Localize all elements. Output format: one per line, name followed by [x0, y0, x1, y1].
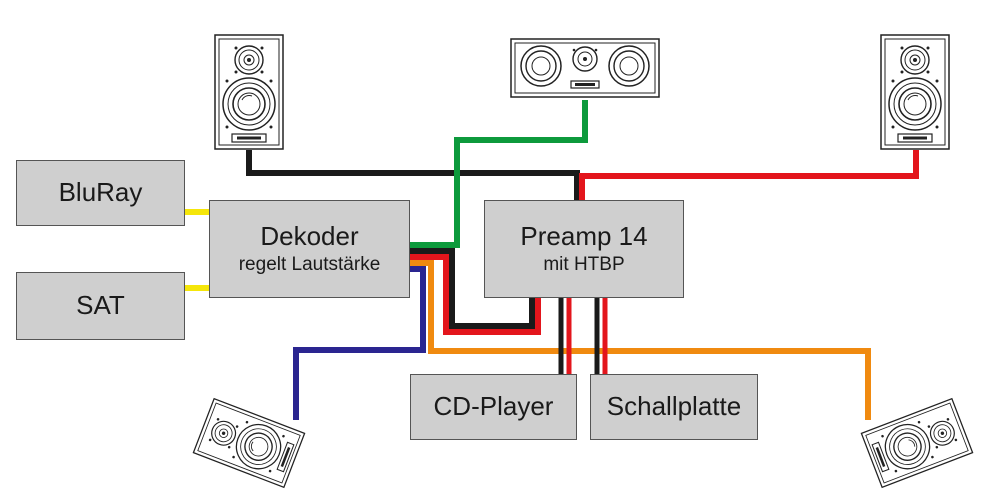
front-left-speaker-cable: [246, 150, 580, 202]
sat-box: SAT: [16, 272, 185, 340]
decoder-label: Dekoder: [260, 221, 359, 252]
preamp-box: Preamp 14 mit HTBP: [484, 200, 684, 298]
rear-left-speaker-icon: [192, 397, 306, 489]
decoder-to-preamp-red-cable: [410, 254, 541, 335]
preamp-sublabel: mit HTBP: [543, 254, 625, 276]
rear-left-speaker-cable: [293, 266, 426, 420]
cd-player-box: CD-Player: [410, 374, 577, 440]
center-speaker-cable: [410, 100, 588, 248]
preamp-label: Preamp 14: [520, 221, 648, 252]
front-right-speaker-cable: [579, 150, 919, 202]
record-player-label: Schallplatte: [606, 391, 742, 422]
front-right-speaker-icon: [880, 34, 950, 150]
front-left-speaker-icon: [214, 34, 284, 150]
rear-right-speaker-cable: [410, 260, 871, 420]
decoder-sublabel: regelt Lautstärke: [238, 254, 381, 276]
decoder-box: Dekoder regelt Lautstärke: [209, 200, 410, 298]
bluray-box: BluRay: [16, 160, 185, 226]
record-player-box: Schallplatte: [590, 374, 758, 440]
decoder-to-preamp-black-cable: [410, 248, 535, 329]
bluray-label: BluRay: [58, 177, 143, 208]
rear-right-speaker-icon: [860, 397, 974, 489]
sat-label: SAT: [76, 290, 125, 321]
center-speaker-icon: [510, 38, 660, 98]
cd-player-label: CD-Player: [433, 391, 554, 422]
